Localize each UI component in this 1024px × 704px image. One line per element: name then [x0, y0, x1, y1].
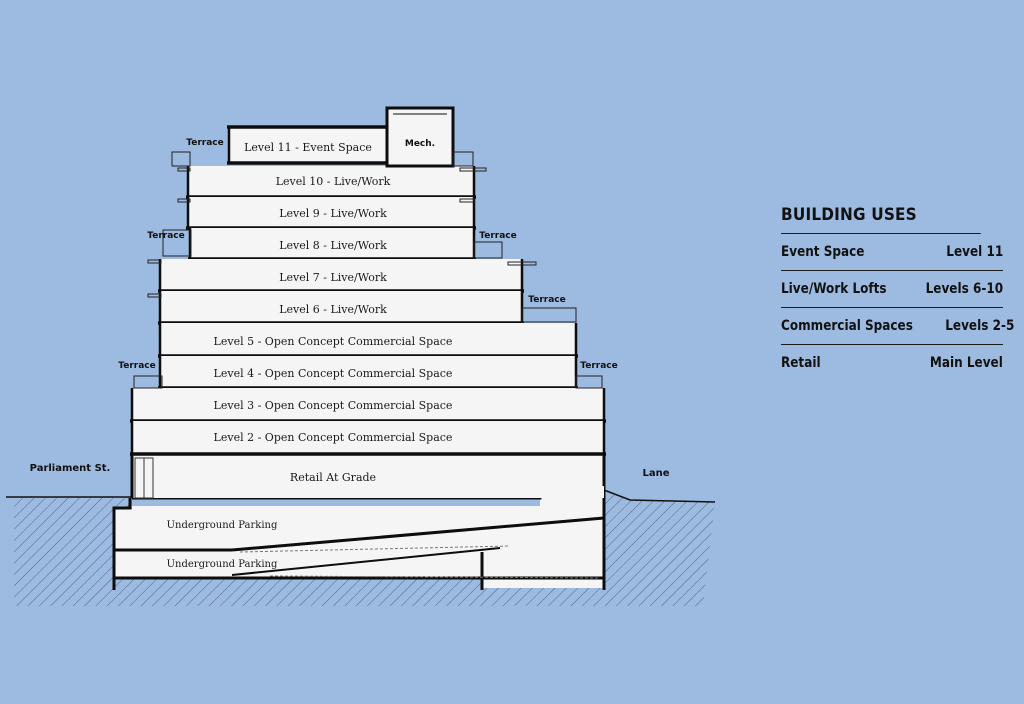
label-parliament-st: Parliament St.: [30, 463, 111, 474]
label-parking-1: Underground Parking: [167, 520, 278, 531]
label-lane: Lane: [642, 468, 669, 479]
terrace-railings: [133, 151, 603, 389]
mech-penthouse: [385, 106, 455, 168]
floor-level-11: [229, 127, 387, 163]
label-level-11: Level 11 - Event Space: [244, 141, 372, 154]
floor-level-4: [160, 356, 576, 388]
label-terrace-l8-right: Terrace: [479, 231, 516, 241]
label-level-9: Level 9 - Live/Work: [279, 207, 387, 220]
label-level-7: Level 7 - Live/Work: [279, 271, 387, 284]
floor-level-8: [190, 228, 474, 259]
legend-row-commercial: Commercial Spaces Levels 2-5: [781, 308, 1015, 345]
floor-level-2: [132, 421, 604, 454]
legend-title: BUILDING USES: [781, 205, 981, 234]
label-retail: Retail At Grade: [290, 471, 376, 484]
legend-use: Commercial Spaces: [781, 318, 913, 334]
label-terrace-l4-right: Terrace: [580, 361, 617, 371]
label-terrace-l6: Terrace: [528, 295, 565, 305]
building-section-diagram: Level 11 - Event Space Level 10 - Live/W…: [6, 106, 716, 606]
label-level-6: Level 6 - Live/Work: [279, 303, 387, 316]
label-mech: Mech.: [405, 139, 435, 149]
floor-level-3: [132, 388, 604, 421]
label-level-3: Level 3 - Open Concept Commercial Space: [214, 399, 453, 412]
legend-use: Event Space: [781, 244, 865, 260]
terrace-labels: Mech. Terrace Terrace Terrace Terrace Te…: [118, 138, 617, 371]
underground-structure: [112, 484, 606, 590]
label-level-5: Level 5 - Open Concept Commercial Space: [214, 335, 453, 348]
legend-row-event: Event Space Level 11: [781, 234, 1003, 271]
label-parking-2: Underground Parking: [167, 559, 278, 570]
label-level-4: Level 4 - Open Concept Commercial Space: [214, 367, 453, 380]
floor-level-10: [188, 166, 474, 197]
legend-use: Live/Work Lofts: [781, 281, 887, 297]
legend-level: Main Level: [930, 355, 1003, 371]
legend-level: Levels 6-10: [925, 281, 1003, 297]
upper-floors: [130, 125, 606, 456]
retail-level: [130, 454, 606, 499]
label-level-2: Level 2 - Open Concept Commercial Space: [214, 431, 453, 444]
floor-level-7: [160, 259, 522, 291]
floor-level-6: [160, 291, 522, 323]
floor-labels: Level 11 - Event Space Level 10 - Live/W…: [167, 141, 453, 570]
label-level-8: Level 8 - Live/Work: [279, 239, 387, 252]
floor-level-9: [188, 197, 474, 228]
legend-row-retail: Retail Main Level: [781, 345, 1003, 381]
legend-use: Retail: [781, 355, 821, 371]
label-terrace-l11: Terrace: [186, 138, 223, 148]
legend-level: Level 11: [946, 244, 1003, 260]
label-terrace-l8-left: Terrace: [147, 231, 184, 241]
ground-line-lane: [603, 489, 716, 503]
label-level-10: Level 10 - Live/Work: [276, 175, 391, 188]
label-terrace-l4-left: Terrace: [118, 361, 155, 371]
legend-row-live-work: Live/Work Lofts Levels 6-10: [781, 271, 1003, 308]
floor-level-5: [160, 323, 576, 356]
legend-level: Levels 2-5: [945, 318, 1015, 334]
building-uses-legend: BUILDING USES Event Space Level 11 Live/…: [781, 205, 1015, 381]
